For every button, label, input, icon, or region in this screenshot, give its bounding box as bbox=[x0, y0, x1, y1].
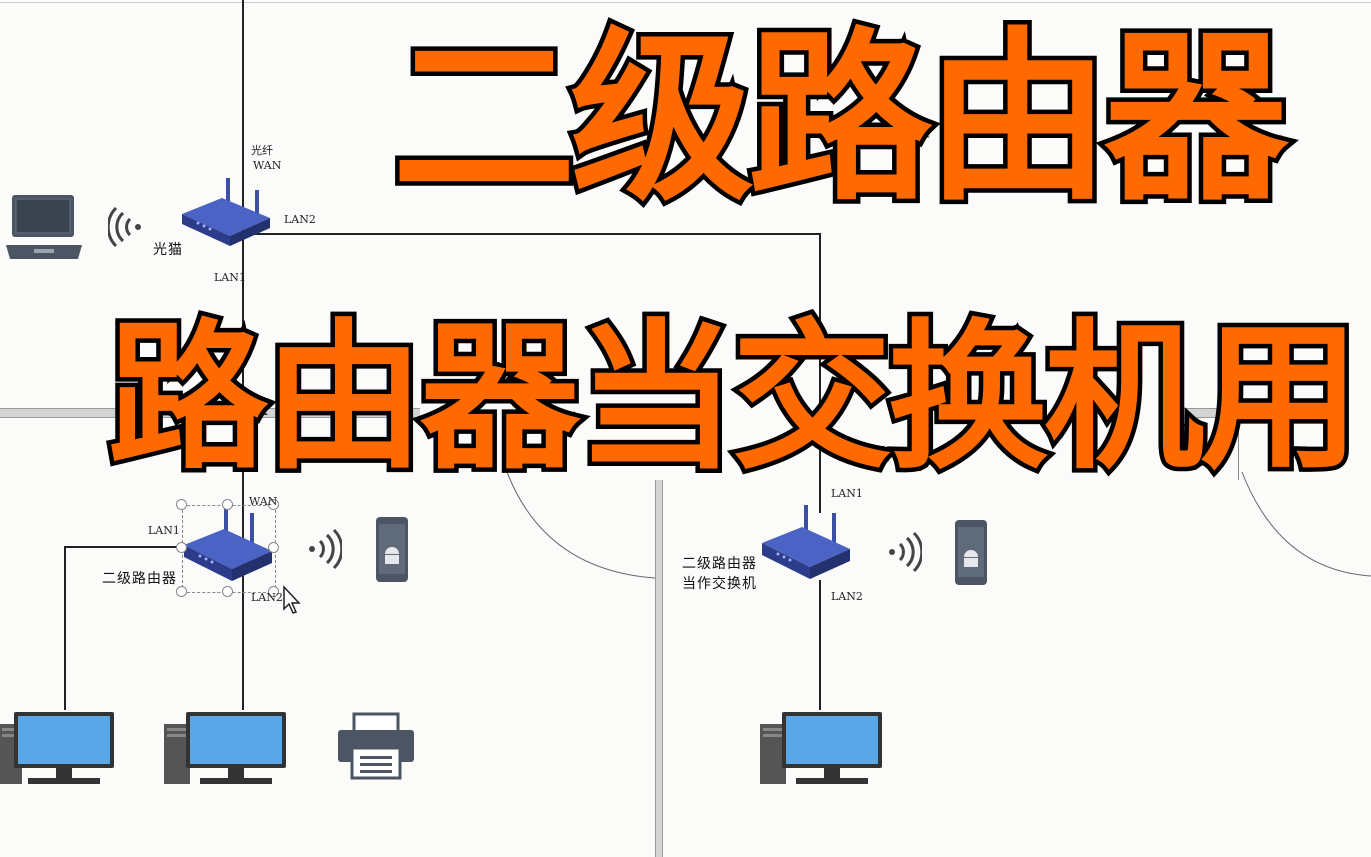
wifi-icon bbox=[108, 207, 141, 247]
router-b-port-top: LAN1 bbox=[831, 487, 863, 500]
router-a-port-top: WAN bbox=[249, 495, 278, 508]
router-a-port-bottom: LAN2 bbox=[251, 591, 283, 604]
router-b-name-line1: 二级路由器 bbox=[682, 556, 757, 572]
title-line1: 二级路由器 bbox=[387, 12, 1292, 226]
resize-handle[interactable] bbox=[176, 586, 187, 597]
wall-horizontal-left bbox=[0, 408, 420, 418]
printer-icon bbox=[338, 712, 414, 780]
resize-handle[interactable] bbox=[268, 499, 279, 510]
wire-fiber-vertical bbox=[242, 0, 244, 710]
resize-handle[interactable] bbox=[222, 586, 233, 597]
top-border-line bbox=[0, 2, 1371, 3]
resize-handle[interactable] bbox=[268, 542, 279, 553]
desktop-computer-icon bbox=[0, 712, 114, 784]
resize-handle[interactable] bbox=[268, 586, 279, 597]
desktop-computer-icon bbox=[164, 712, 286, 784]
android-phone-icon bbox=[376, 517, 408, 582]
wire-routerb-down bbox=[819, 580, 821, 710]
wall-horizontal-right bbox=[1180, 408, 1240, 418]
desktop-computer-icon bbox=[760, 712, 882, 784]
title-line2: 路由器当交换机用 bbox=[103, 304, 1364, 491]
door-line-right bbox=[1238, 410, 1239, 480]
door-arc-left bbox=[506, 471, 656, 579]
modem-name: 光猫 bbox=[153, 242, 183, 258]
router-icon[interactable] bbox=[178, 176, 274, 248]
modem-port-top-line2: WAN bbox=[253, 159, 282, 172]
wire-lan2-vertical bbox=[819, 233, 821, 513]
resize-handle[interactable] bbox=[176, 499, 187, 510]
modem-port-top-line1: 光纤 bbox=[251, 144, 273, 157]
resize-handle[interactable] bbox=[176, 542, 187, 553]
wire-lan2-horizontal bbox=[252, 233, 820, 235]
door-arc-right bbox=[1241, 471, 1371, 577]
router-a-name: 二级路由器 bbox=[102, 571, 177, 587]
modem-port-bottom: LAN1 bbox=[214, 271, 246, 284]
router-b-name-line2: 当作交换机 bbox=[682, 576, 757, 592]
wall-vertical-right bbox=[655, 480, 663, 857]
laptop-icon bbox=[6, 195, 82, 259]
router-icon[interactable] bbox=[180, 505, 276, 590]
wifi-icon bbox=[889, 531, 922, 573]
resize-handle[interactable] bbox=[222, 499, 233, 510]
mouse-cursor-icon bbox=[283, 585, 301, 614]
wifi-icon bbox=[309, 528, 342, 570]
modem-port-right: LAN2 bbox=[284, 213, 316, 226]
android-phone-icon bbox=[955, 520, 987, 585]
selection-box bbox=[182, 505, 276, 593]
wire-routera-lan1-v bbox=[64, 546, 66, 710]
router-icon[interactable] bbox=[758, 503, 854, 588]
router-a-port-left: LAN1 bbox=[148, 524, 180, 537]
router-b-port-bottom: LAN2 bbox=[831, 590, 863, 603]
wire-routera-lan1-h bbox=[64, 546, 184, 548]
